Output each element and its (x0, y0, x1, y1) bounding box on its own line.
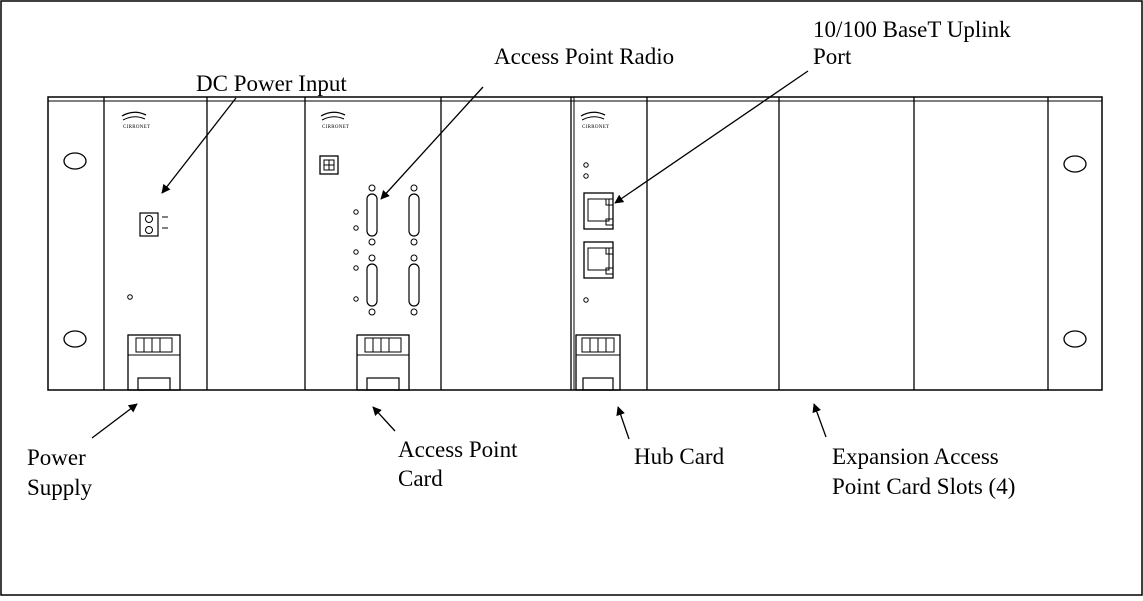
status-led (353, 265, 359, 271)
dc-power-connector-icon (139, 212, 168, 237)
mounting-hole-icon (1063, 330, 1087, 348)
card-latch-icon (575, 334, 621, 391)
logo-text: CIRRONET (123, 125, 150, 130)
card-latch-icon (356, 334, 410, 391)
status-led (353, 209, 359, 215)
cirronet-swoosh-logo: CIRRONET (580, 111, 609, 130)
dip-switch-icon (319, 155, 339, 175)
logo-text: CIRRONET (322, 125, 349, 130)
label-access-point-radio: Access Point Radio (494, 44, 674, 69)
arrow-access-point-card (372, 406, 396, 432)
cirronet-swoosh-logo: CIRRONET (121, 111, 150, 130)
label-hub-card: Hub Card (634, 444, 725, 469)
status-led (583, 297, 589, 303)
status-led (353, 296, 359, 302)
mounting-hole-icon (63, 330, 87, 348)
rj45-jack-icon (583, 192, 614, 230)
card-latch-icon (127, 334, 181, 391)
arrow-dc-power-input (161, 97, 237, 194)
rj45-jack-icon (583, 241, 614, 279)
status-led (583, 162, 589, 168)
label-dc-power-input: DC Power Input (196, 71, 347, 96)
arrow-power-supply (91, 403, 138, 439)
status-led (127, 294, 133, 300)
status-led (353, 249, 359, 255)
chassis-outline (47, 96, 1103, 391)
label-uplink-port-line1: 10/100 BaseT Uplink (813, 17, 1011, 42)
cirronet-swoosh-logo: CIRRONET (320, 111, 349, 130)
label-power-supply-line2: Supply (27, 475, 93, 500)
label-uplink-port-line2: Port (813, 44, 852, 69)
hub-card: CIRRONET (573, 97, 621, 391)
chassis (47, 96, 1103, 391)
arrow-expansion-slots (812, 403, 827, 438)
db-connector-icon (366, 254, 378, 316)
mounting-hole-icon (1063, 155, 1087, 173)
arrow-access-point-radio (380, 86, 484, 200)
label-expansion-line2: Point Card Slots (4) (832, 474, 1015, 499)
arrow-hub-card (616, 406, 630, 440)
status-led (583, 173, 589, 179)
mounting-hole-icon (63, 152, 87, 170)
db-connector-icon (408, 184, 420, 246)
power-supply-card: CIRRONET (121, 111, 181, 391)
logo-text: CIRRONET (582, 125, 609, 130)
label-expansion-line1: Expansion Access (832, 444, 999, 469)
label-power-supply-line1: Power (27, 445, 86, 470)
label-access-point-card-line2: Card (398, 466, 443, 491)
status-led (353, 225, 359, 231)
label-access-point-card-line1: Access Point (398, 437, 518, 462)
arrow-uplink-port (614, 70, 809, 204)
db-connector-icon (408, 254, 420, 316)
access-point-card: CIRRONET (319, 111, 420, 391)
db-connector-icon (366, 184, 378, 246)
